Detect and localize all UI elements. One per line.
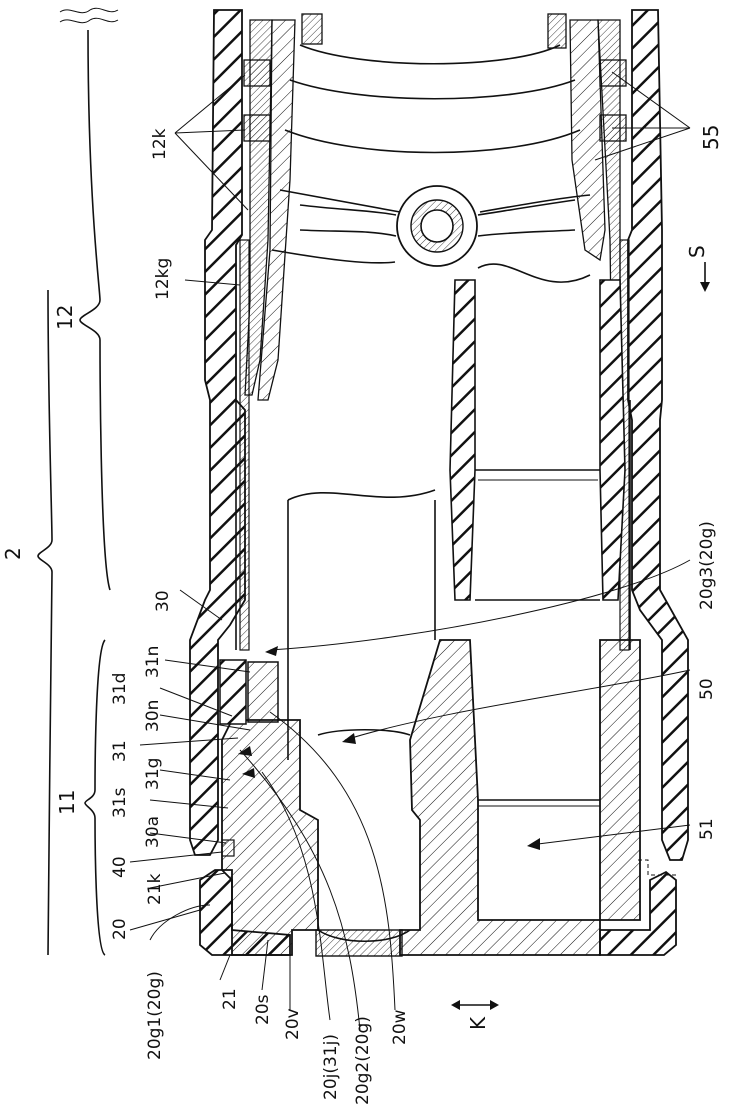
label-2: 2 [1, 547, 25, 560]
label-31n: 31n [143, 646, 163, 678]
central-shaft [288, 490, 435, 760]
label-50: 50 [697, 678, 717, 700]
upper-housing [60, 8, 626, 400]
label-20v: 20v [283, 1008, 303, 1040]
label-21k: 21k [145, 873, 165, 905]
label-12kg: 12kg [153, 258, 173, 300]
plunger-right-wall [600, 280, 625, 600]
label-21: 21 [220, 988, 240, 1010]
part-31 [248, 662, 278, 722]
label-20w: 20w [390, 1009, 410, 1045]
label-20j: 20j(31j) [321, 1034, 341, 1100]
direction-arrow-k [451, 1000, 499, 1010]
body-20-right [400, 640, 600, 955]
direction-arrow-s [700, 262, 710, 292]
label-31s: 31s [110, 787, 130, 818]
label-20: 20 [110, 918, 130, 940]
pivot-hole [421, 210, 453, 242]
label-31d: 31d [110, 673, 130, 705]
body-20-left [222, 720, 318, 955]
block-left-2 [244, 115, 270, 141]
label-12k: 12k [150, 128, 170, 160]
label-12: 12 [53, 305, 77, 330]
lower-body-20 [222, 640, 676, 956]
label-30: 30 [153, 590, 173, 612]
plunger-left-wall [450, 280, 475, 600]
body-20-right-outer [600, 640, 640, 920]
label-k: K [466, 1016, 490, 1030]
block-left-1 [244, 60, 270, 86]
plunger-50 [450, 280, 625, 600]
label-30n: 30n [143, 700, 163, 732]
label-31g: 31g [143, 758, 163, 790]
braces [38, 30, 110, 955]
label-20g2: 20g2(20g) [353, 1016, 373, 1105]
label-51: 51 [697, 818, 717, 840]
inner-sleeve [236, 240, 630, 650]
label-11: 11 [55, 790, 79, 815]
label-40: 40 [110, 856, 130, 878]
label-s: S [685, 245, 709, 258]
block-top-left [302, 14, 322, 44]
label-20s: 20s [253, 994, 273, 1025]
label-20g3: 20g3(20g) [697, 521, 717, 610]
block-top-right [548, 14, 566, 48]
sleeve-left [240, 240, 249, 650]
label-30a: 30a [143, 816, 163, 848]
label-31: 31 [110, 740, 130, 762]
label-20g1: 20g1(20g) [145, 971, 165, 1060]
label-55: 55 [699, 125, 723, 150]
